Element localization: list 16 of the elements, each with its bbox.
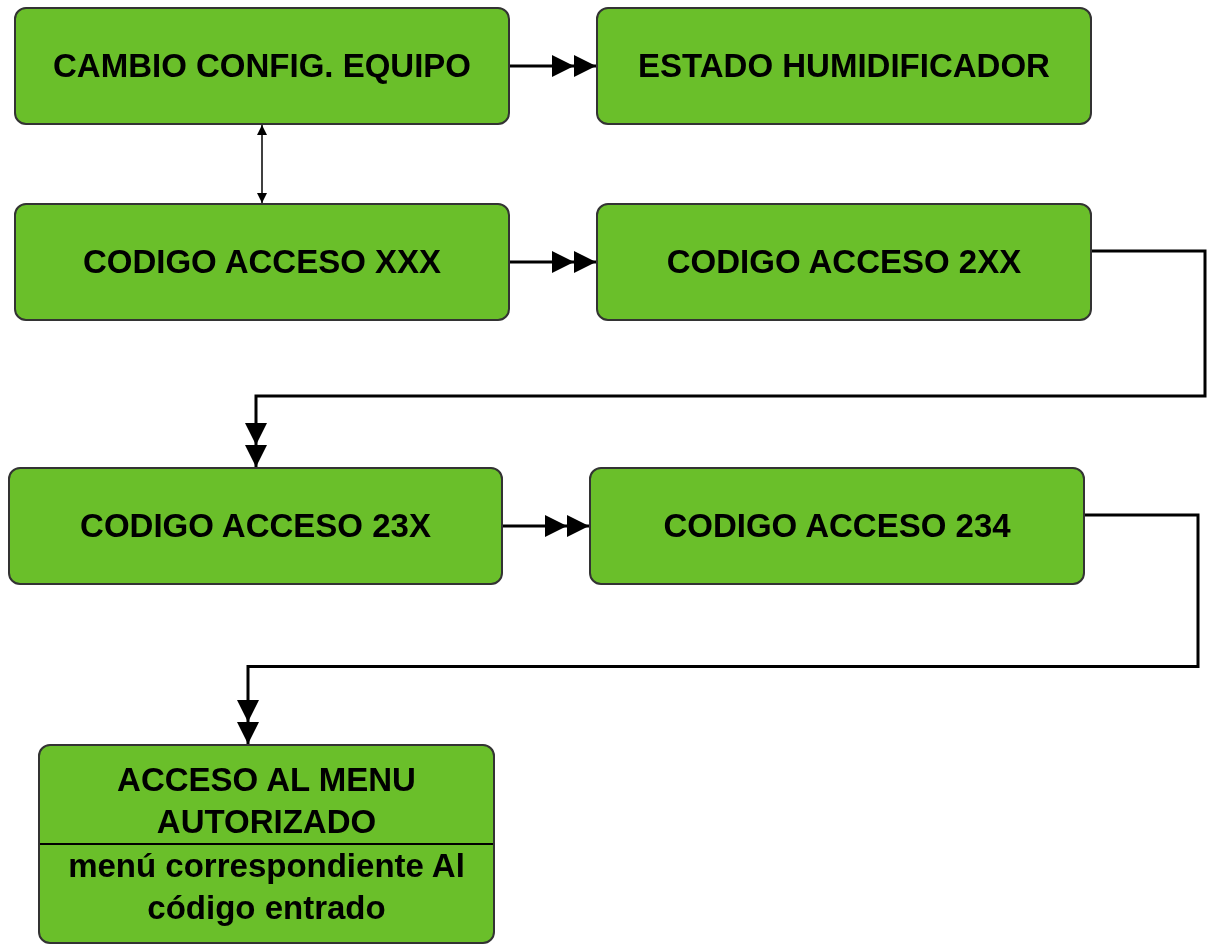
process-box	[38, 744, 495, 944]
box-heading: ESTADO HUMIDIFICADOR	[637, 46, 1051, 86]
box-heading: CAMBIO CONFIG. EQUIPO	[52, 46, 472, 86]
process-box	[8, 467, 503, 585]
box-heading: ACCESO AL MENU AUTORIZADO	[116, 760, 417, 842]
box-heading: CODIGO ACCESO XXX	[81, 242, 443, 282]
box-text: menú correspondiente Al código entrado	[40, 843, 493, 929]
process-box	[589, 467, 1085, 585]
box-heading: CODIGO ACCESO 23X	[79, 506, 432, 546]
box-heading: CODIGO ACCESO 234	[662, 506, 1012, 546]
process-box	[14, 203, 510, 321]
process-box	[14, 7, 510, 125]
process-box	[596, 203, 1092, 321]
box-heading: CODIGO ACCESO 2XX	[665, 242, 1023, 282]
arrow	[257, 124, 267, 204]
process-box	[596, 7, 1092, 125]
